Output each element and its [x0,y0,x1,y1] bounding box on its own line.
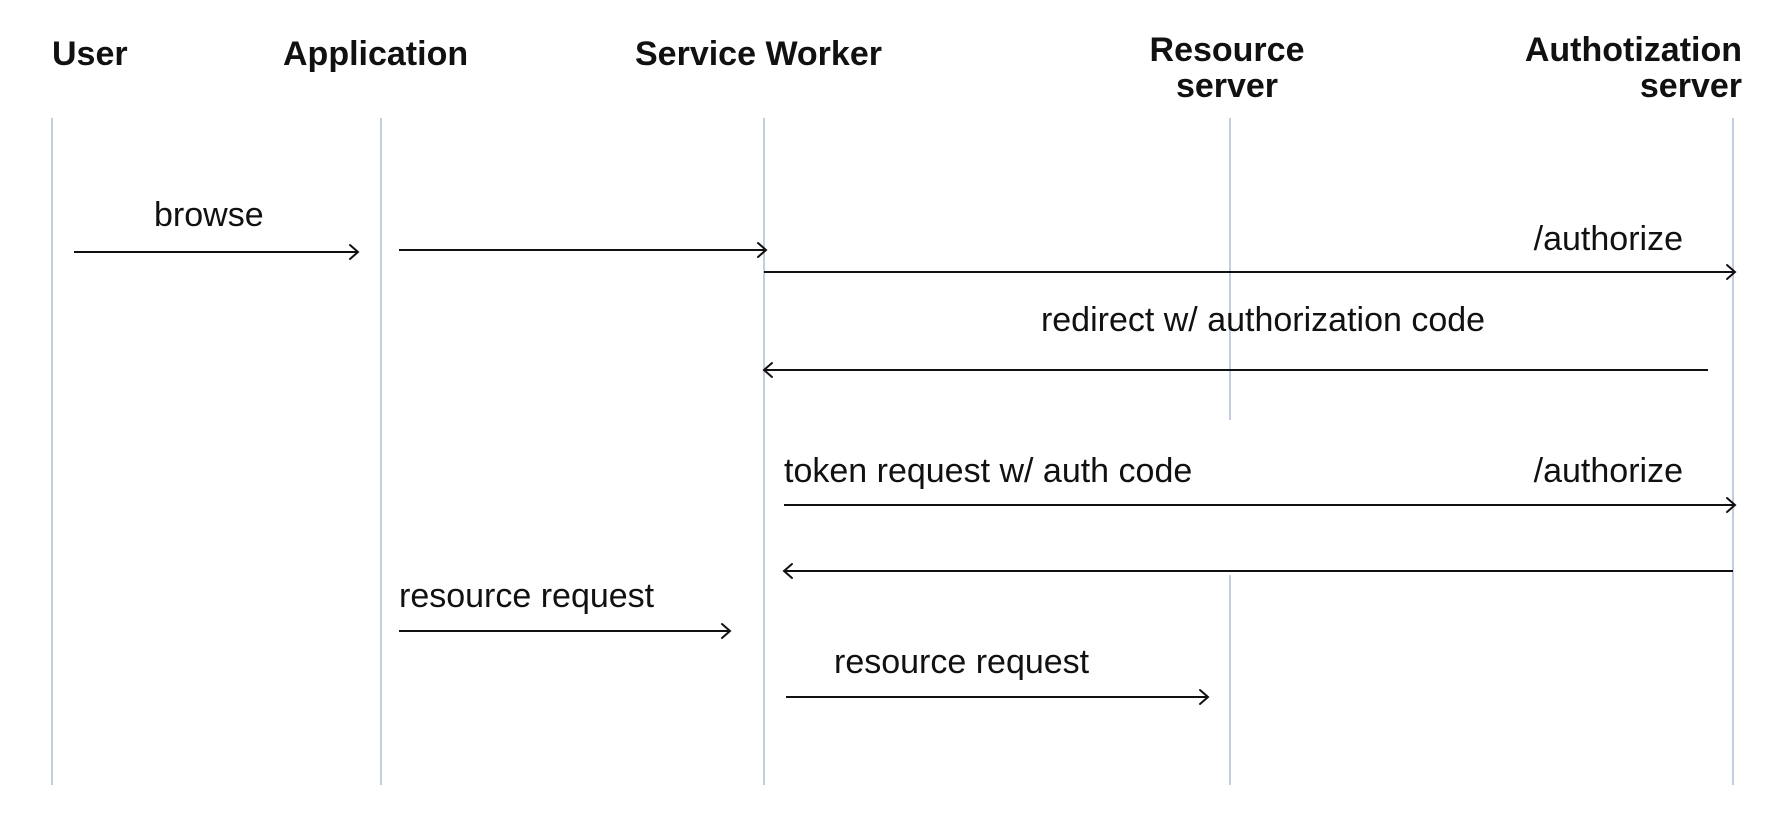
message-redirect: redirect w/ authorization code [762,301,1708,378]
message-authorize-2-label: /authorize [1534,452,1683,490]
message-token-request-label: token request w/ auth code [784,452,1192,490]
message-token-response-arrowhead [782,563,793,579]
message-resource-request-sw: resource request [786,643,1210,705]
message-redirect-label: redirect w/ authorization code [1041,301,1485,339]
actor-authorization-server-line1: Authotization [1525,31,1742,69]
actor-user: User [52,35,128,73]
actor-authorization-server-line2: server [1640,67,1742,105]
actor-application: Application [283,35,468,73]
message-browse: browse [74,196,360,260]
message-authorize-1-arrowhead [1726,264,1737,280]
message-resource-request-app: resource request [399,577,732,639]
message-app-to-sw-arrowhead [757,242,768,258]
actor-service-worker: Service Worker [635,35,882,73]
message-token-response [782,563,1733,579]
message-browse-label: browse [154,196,264,234]
message-redirect-arrowhead [762,362,773,378]
message-token-request: token request w/ auth code /authorize [784,452,1737,513]
actor-resource-server-line2: server [1176,67,1278,105]
message-resource-request-sw-arrowhead [1199,689,1210,705]
actor-resource-server: Resource server [1150,31,1305,105]
message-token-request-arrowhead [1726,497,1737,513]
message-resource-request-app-arrowhead [721,623,732,639]
actor-resource-server-line1: Resource [1150,31,1305,69]
message-app-to-sw [399,242,768,258]
message-authorize-1-label: /authorize [1534,220,1683,258]
message-resource-request-sw-label: resource request [834,643,1090,681]
actor-authorization-server: Authotization server [1525,31,1742,105]
message-resource-request-app-label: resource request [399,577,655,615]
message-authorize-1: /authorize [764,220,1737,280]
message-browse-arrowhead [349,244,360,260]
